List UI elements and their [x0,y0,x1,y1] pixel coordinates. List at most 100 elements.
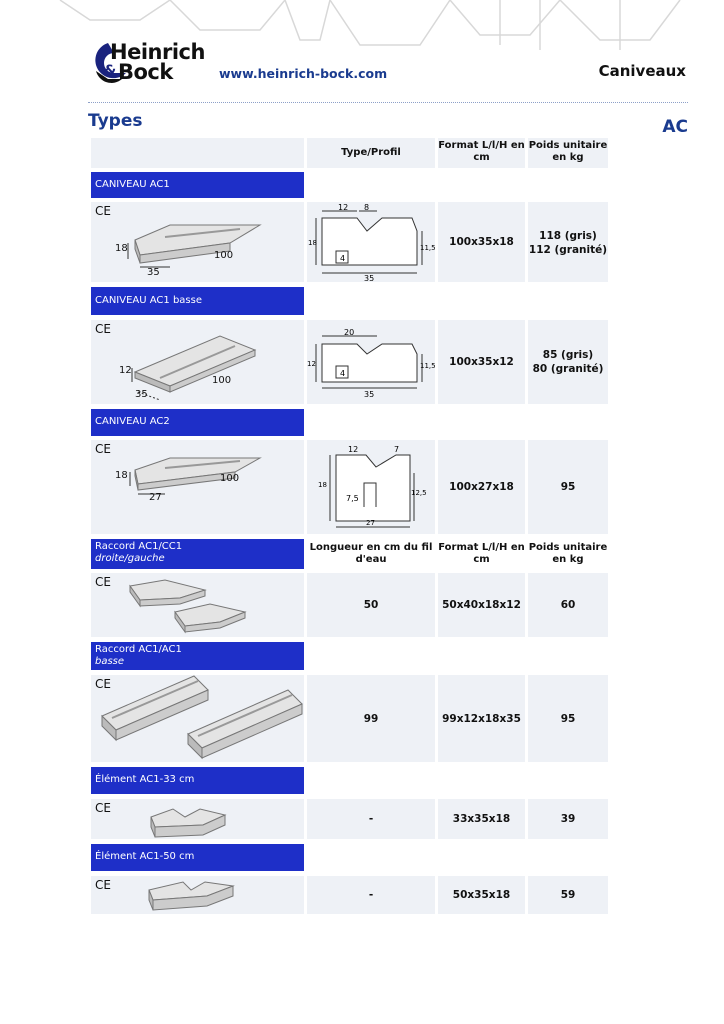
dim-width: 35 [147,267,160,278]
header-decoration [59,0,681,50]
profile-dim: 12 [348,445,358,454]
profile-dim: 18 [318,481,327,489]
dim-height: 18 [115,243,128,254]
format-cell [438,876,525,914]
profile-dim: 18 [308,239,317,247]
product-raccord-ac1-cc1-image [129,579,247,634]
dim-height: 18 [115,470,128,481]
product-name: Raccord AC1/AC1 [95,644,182,655]
length-cell [307,799,435,839]
column-header-format: Format L/l/H en cm [438,140,525,163]
dim-width: 35 [135,389,148,400]
product-element-33-image [150,808,227,838]
ce-mark: CE [95,677,111,691]
profile-dim: 20 [344,328,354,337]
dim-height: 12 [119,365,132,376]
length-value: - [368,889,374,901]
profile-dim: 7 [394,445,399,454]
length-cell [307,675,435,762]
weight-value-1: 85 (gris) [542,349,594,361]
weight-value-1: 95 [560,713,576,725]
format-cell [438,320,525,404]
product-subtitle: basse [95,656,125,667]
profile-dim: 35 [364,390,374,399]
page-category: Caniveaux [598,62,686,80]
weight-cell [528,799,608,839]
weight-value-1: 118 (gris) [539,230,597,242]
column-header-format: Format L/l/H en cm [438,542,525,565]
product-raccord-ac1-ac1-image [101,675,303,760]
ce-mark: CE [95,575,111,589]
ce-mark: CE [95,801,111,815]
profile-dim: 4 [340,254,345,263]
length-cell [307,573,435,637]
format-value: 100x35x12 [449,356,514,368]
product-ac1-image [127,224,262,268]
header-cell-type [307,138,435,168]
profile-dim: 11,5 [420,244,436,252]
column-header-weight: Poids unitaire en kg [528,140,608,163]
product-title: Élément AC1-50 cm [91,844,304,871]
weight-value-1: 60 [560,599,576,611]
profile-dim: 35 [364,274,374,283]
ce-mark: CE [95,442,111,456]
format-cell [438,573,525,637]
format-value: 100x35x18 [449,236,514,248]
weight-value-1: 95 [560,481,576,493]
profile-ac1-basse-diagram: 20 12 11,5 4 35 [307,328,436,399]
profile-dim: 11,5 [420,362,436,370]
product-title: Élément AC1-33 cm [91,767,304,794]
image-cell [91,440,304,534]
ce-mark: CE [95,322,111,336]
product-ac1-basse-image [131,335,257,401]
weight-value-1: 59 [560,889,576,901]
product-title: CANIVEAU AC1 [91,172,304,198]
logo-line1: Heinrich [110,40,205,64]
dim-length: 100 [212,375,232,386]
profile-dim: 12,5 [411,489,427,497]
dotted-divider [88,102,688,103]
header-cell-weight [528,138,608,168]
format-cell [438,799,525,839]
dim-width: 27 [149,492,162,503]
profile-ac1-diagram: 12 8 18 11,5 4 35 [308,203,436,283]
profile-dim: 7,5 [346,494,359,503]
format-value: 100x27x18 [449,481,514,493]
profile-dim: 8 [364,203,369,212]
company-logo: Heinrich & Bock [88,41,208,83]
header-cell-format [438,138,525,168]
weight-value-1: 39 [560,813,576,825]
weight-cell [528,573,608,637]
column-header-weight: Poids unitaire en kg [528,542,608,565]
length-value: 99 [363,713,379,725]
format-value: 50x40x18x12 [442,599,521,611]
ce-mark: CE [95,204,111,218]
column-header-length: Longueur en cm du fil d'eau [309,542,433,565]
weight-value-2: 112 (granité) [528,244,608,256]
product-name: Raccord AC1/CC1 [95,541,183,552]
length-cell [307,876,435,914]
website-link[interactable]: www.heinrich-bock.com [219,66,388,81]
format-value: 50x35x18 [452,889,511,901]
format-value: 33x35x18 [452,813,511,825]
profile-dim: 27 [366,519,375,527]
product-ac2-image [129,457,262,495]
format-cell [438,675,525,762]
logo-mark-icon [95,43,126,83]
product-title: CANIVEAU AC1 basse [91,287,304,315]
product-title: CANIVEAU AC2 [91,409,304,436]
length-value: 50 [363,599,379,611]
dim-length: 100 [214,250,234,261]
dim-length: 100 [220,473,240,484]
profile-dim: 12 [338,203,348,212]
section-code: AC [662,117,688,137]
section-title: Types [88,111,143,131]
logo-amp: & [104,63,117,79]
profile-ac2-diagram: 12 7 18 7,5 12,5 27 [318,445,427,528]
profile-dim: 4 [340,369,345,378]
format-cell [438,202,525,282]
weight-cell [528,320,608,404]
profile-dim: 12 [307,360,316,368]
